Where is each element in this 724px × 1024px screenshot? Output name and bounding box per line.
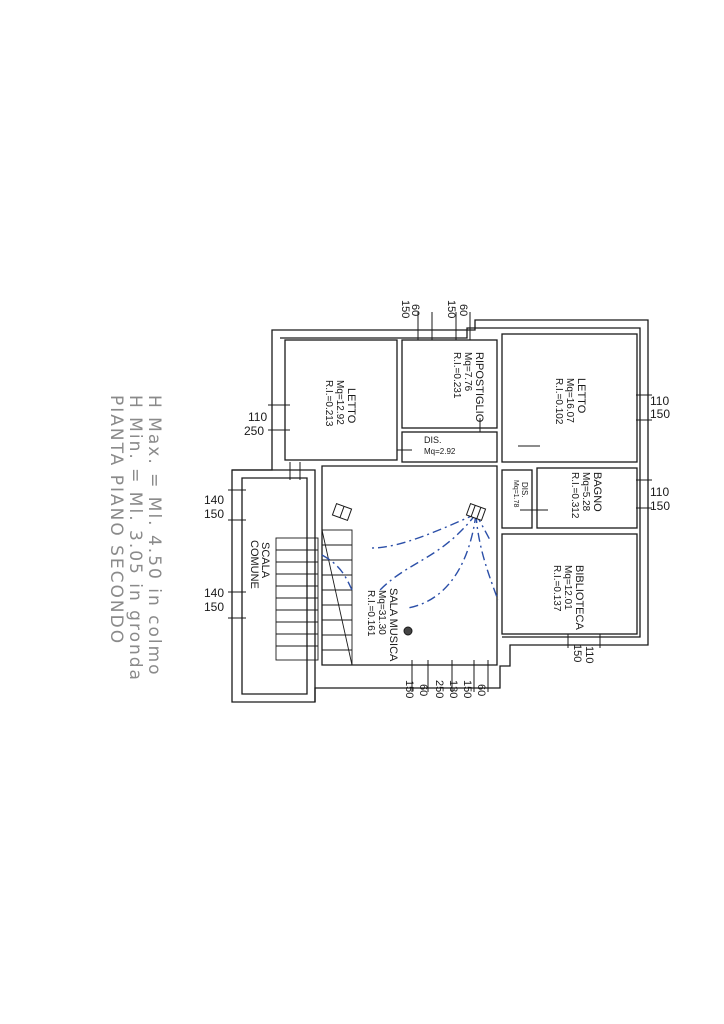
room-ri: R.I.=0.102 [553, 378, 564, 425]
bagno-wall [536, 467, 638, 529]
room-sala-musica: SALA MUSICA Mq=31.30 R.I.=0.161 [365, 588, 399, 662]
room-scala-comune: SCALA COMUNE [248, 540, 271, 589]
dim-label: 150 [445, 300, 457, 318]
dim-label: 140 [204, 493, 224, 507]
room-ripostiglio: RIPOSTIGLIO Mq=7.76 R.I.=0.231 [451, 352, 485, 423]
dim-label: 60 [475, 684, 487, 696]
stair-flight-2 [321, 529, 353, 666]
room-ri: R.I.=0.161 [365, 590, 376, 637]
ceiling-fixture-icon [403, 626, 413, 636]
dim-label: 110 [650, 394, 669, 408]
stair-steps [275, 529, 353, 666]
dis2-wall [501, 469, 533, 529]
sensor-devices [331, 502, 487, 636]
room-area: Mq=2.92 [424, 447, 456, 456]
outer-wall [231, 319, 649, 703]
dim-label: 60 [457, 304, 469, 316]
outer-wall-inner [280, 327, 641, 638]
room-ri: R.I.=0.231 [451, 352, 462, 399]
annotation-overlay [321, 513, 499, 609]
title-block: PIANTA PIANO SECONDO H Min. = Ml. 3.05 i… [106, 395, 164, 682]
room-biblioteca: BIBLIOTECA Mq=12.01 R.I.=0.137 [551, 565, 585, 630]
dim-label: 150 [571, 644, 583, 662]
room-letto-left: LETTO Mq=12.92 R.I.=0.213 [323, 380, 357, 427]
dim-label: 150 [650, 407, 670, 421]
room-bagno: BAGNO Mq=5.28 R.I.=0.312 [569, 472, 603, 519]
dim-label: 150 [204, 600, 224, 614]
room-name: BIBLIOTECA [573, 565, 585, 630]
biblioteca-wall [501, 533, 638, 635]
dim-label: 150 [461, 680, 473, 698]
room-area: Mq=5.28 [580, 472, 591, 512]
room-name-1: SCALA [259, 542, 271, 579]
walls [231, 319, 649, 703]
room-area: Mq=12.92 [334, 380, 345, 425]
stair-enclosure-inner [241, 477, 308, 695]
room-area: Mq=31.30 [376, 590, 387, 635]
room-area: Mq=12.01 [562, 565, 573, 610]
room-area: Mq=16.07 [564, 378, 575, 423]
room-ri: R.I.=0.312 [569, 472, 580, 519]
letto-right-wall [501, 333, 638, 463]
wire-2 [379, 513, 477, 591]
wire-5 [321, 554, 353, 591]
room-ri: R.I.=0.137 [551, 565, 562, 612]
room-name: LETTO [345, 388, 357, 424]
wire-3 [407, 513, 477, 609]
ripostiglio-wall [401, 339, 498, 429]
room-name: RIPOSTIGLIO [473, 352, 485, 423]
room-name: DIS. [520, 482, 529, 498]
room-name-2: COMUNE [248, 540, 260, 589]
room-name: DIS. [424, 435, 442, 445]
dim-label: 250 [433, 680, 445, 698]
dim-label: 130 [447, 680, 459, 698]
stair-flight [275, 537, 319, 661]
dim-label: 110 [583, 646, 595, 664]
room-name: SALA MUSICA [387, 588, 399, 662]
dimension-labels: 60 150 60 150 110 150 110 150 110 150 11… [204, 300, 670, 698]
room-area: Mq=7.76 [462, 352, 473, 392]
dim-label: 150 [403, 680, 415, 698]
room-ri: R.I.=0.213 [323, 380, 334, 427]
title-line-1: PIANTA PIANO SECONDO [106, 395, 126, 645]
room-dis-2: DIS. Mq=1.78 [512, 480, 529, 508]
title-line-2: H Min. = Ml. 3.05 in gronda [125, 395, 145, 682]
dim-label: 250 [244, 424, 264, 438]
dim-label: 150 [650, 499, 670, 513]
stair-enclosure-outer [232, 469, 316, 702]
title-line-3: H Max. = Ml. 4.50 in colmo [144, 395, 164, 677]
room-area: Mq=1.78 [512, 480, 519, 508]
dim-label: 150 [399, 300, 411, 318]
sensor-icon [465, 502, 487, 522]
room-letto-right: LETTO Mq=16.07 R.I.=0.102 [553, 378, 587, 425]
dim-label: 110 [248, 410, 267, 424]
room-dis-1: DIS. Mq=2.92 [424, 435, 456, 456]
dim-label: 60 [409, 304, 421, 316]
wire-1 [371, 513, 477, 549]
dim-label: 60 [417, 684, 429, 696]
dim-label: 110 [650, 485, 669, 499]
dim-label: 140 [204, 586, 224, 600]
letto-left-wall [284, 339, 398, 461]
room-name: BAGNO [591, 472, 603, 512]
sensor-icon-2 [331, 502, 353, 522]
room-name: LETTO [575, 378, 587, 414]
dis1-wall [401, 431, 498, 463]
wire-4 [475, 513, 499, 601]
dim-label: 150 [204, 507, 224, 521]
openings [228, 312, 652, 692]
